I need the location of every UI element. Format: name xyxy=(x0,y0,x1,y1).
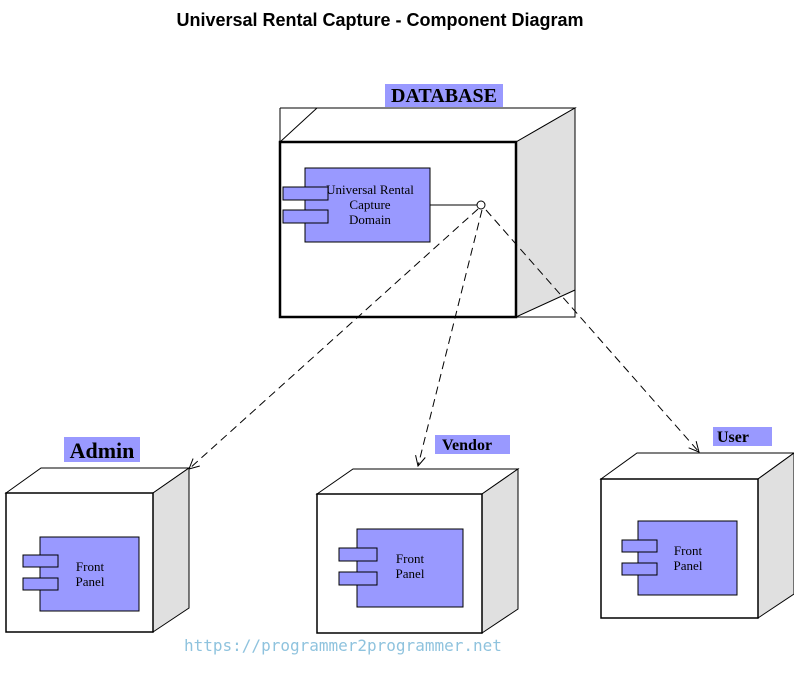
dependencies xyxy=(189,208,699,469)
domain-component-port-top xyxy=(282,186,329,201)
admin-component-line-1: Front xyxy=(76,559,105,574)
vendor-component-port-top xyxy=(338,547,378,562)
database-side-face xyxy=(515,107,576,318)
watermark-url: https://programmer2programmer.net xyxy=(184,636,502,655)
dependency-user xyxy=(485,209,699,452)
user-side-face xyxy=(757,452,794,619)
user-node: User Front Panel xyxy=(599,427,794,619)
domain-component-line-1: Universal Rental xyxy=(326,182,414,197)
user-label-bg xyxy=(713,427,772,446)
dependency-vendor xyxy=(418,209,483,466)
database-node: DATABASE Universal Rental Capture Domain xyxy=(278,84,577,319)
database-label-bg xyxy=(385,84,503,107)
vendor-component-line-1: Front xyxy=(396,551,425,566)
admin-front-panel-component xyxy=(39,536,140,612)
admin-label-bg xyxy=(64,437,140,462)
user-component-port-top xyxy=(621,539,658,553)
admin-side-face xyxy=(152,467,190,633)
admin-component-port-bottom xyxy=(22,577,59,591)
user-component-line-1: Front xyxy=(674,543,703,558)
vendor-component-port-bottom xyxy=(338,571,378,586)
admin-label: Admin xyxy=(70,438,135,463)
vendor-component-line-2: Panel xyxy=(396,566,425,581)
admin-component-line-2: Panel xyxy=(76,574,105,589)
vendor-label: Vendor xyxy=(442,437,492,454)
user-component-line-2: Panel xyxy=(674,558,703,573)
user-front-panel-component xyxy=(637,520,738,596)
database-label: DATABASE xyxy=(391,85,497,107)
domain-component-line-3: Domain xyxy=(349,212,391,227)
diagram-title: Universal Rental Capture - Component Dia… xyxy=(176,10,584,30)
user-label: User xyxy=(717,429,749,446)
interface-circle xyxy=(476,200,486,210)
vendor-node: Vendor Front Panel xyxy=(315,435,520,634)
vendor-label-bg xyxy=(435,435,510,454)
domain-component-port-bottom xyxy=(282,209,329,224)
domain-component xyxy=(304,167,431,243)
domain-component-line-2: Capture xyxy=(349,197,390,212)
admin-node: Admin Front Panel xyxy=(4,437,191,633)
user-component-port-bottom xyxy=(621,562,658,576)
vendor-front-panel-component xyxy=(356,528,464,608)
admin-component-port-top xyxy=(22,554,59,568)
vendor-side-face xyxy=(481,468,519,634)
